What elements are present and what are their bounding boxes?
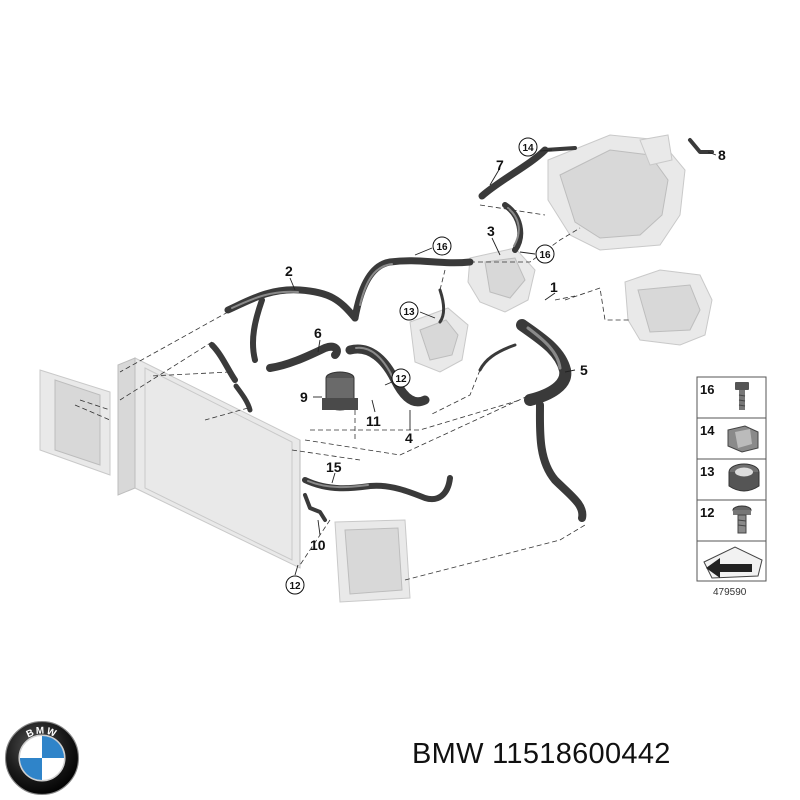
svg-text:12: 12 (289, 581, 301, 592)
callout-7: 7 (496, 157, 504, 173)
hose-clamp-icon (728, 463, 760, 492)
screw-icon (732, 505, 752, 534)
circled-callout-14: 14 (518, 137, 538, 157)
svg-text:12: 12 (395, 374, 407, 385)
svg-text:12: 12 (700, 505, 714, 520)
circled-callout-16-top: 16 (432, 236, 452, 256)
bmw-roundel-icon: BMW (4, 720, 80, 796)
legend-item-16: 16 (700, 382, 749, 410)
bolt-icon (735, 382, 749, 410)
parts-legend: 16 14 13 12 (696, 376, 767, 598)
auxiliary-radiator-left (39, 369, 111, 476)
legend-item-12: 12 (700, 505, 752, 534)
svg-text:16: 16 (436, 242, 448, 253)
circled-callout-12-bottom: 12 (285, 575, 305, 595)
callout-15: 15 (326, 459, 342, 475)
callout-4: 4 (405, 430, 413, 446)
circled-callout-12-center: 12 (391, 368, 411, 388)
expansion-tank (624, 269, 713, 346)
svg-text:16: 16 (700, 382, 714, 397)
svg-text:14: 14 (700, 423, 715, 438)
callout-11: 11 (366, 413, 381, 429)
svg-text:BMW: BMW (25, 725, 59, 740)
callout-9: 9 (300, 389, 308, 405)
circled-callout-16-right: 16 (535, 244, 555, 264)
svg-text:13: 13 (700, 464, 714, 479)
hose-clip-icon (727, 425, 759, 453)
legend-item-13: 13 (700, 463, 760, 492)
auxiliary-radiator-bottom (334, 519, 411, 603)
svg-text:13: 13 (403, 307, 415, 318)
callout-1: 1 (550, 279, 558, 295)
callout-5: 5 (580, 362, 588, 378)
circled-callout-13: 13 (399, 301, 419, 321)
callout-2: 2 (285, 263, 293, 279)
intercooler-tank (547, 134, 686, 251)
auxiliary-water-pump (322, 371, 358, 411)
direction-arrow-icon (703, 546, 763, 579)
reference-number: 479590 (713, 587, 747, 598)
callout-8: 8 (718, 147, 726, 163)
legend-item-14: 14 (700, 423, 759, 453)
svg-text:16: 16 (539, 250, 551, 261)
callout-pointers (289, 149, 717, 576)
callout-3: 3 (487, 223, 495, 239)
connection-lines (74, 204, 630, 581)
callout-6: 6 (314, 325, 322, 341)
callout-10: 10 (310, 537, 326, 553)
svg-text:14: 14 (522, 143, 534, 154)
thermostat-housing (409, 307, 469, 373)
part-number-caption: BMW 11518600442 (412, 738, 671, 770)
radiator (117, 357, 301, 569)
cooling-system-diagram: 1 2 3 4 5 6 7 8 9 10 11 15 14 16 16 13 1… (39, 134, 767, 603)
coolant-pump-assembly (467, 247, 536, 313)
